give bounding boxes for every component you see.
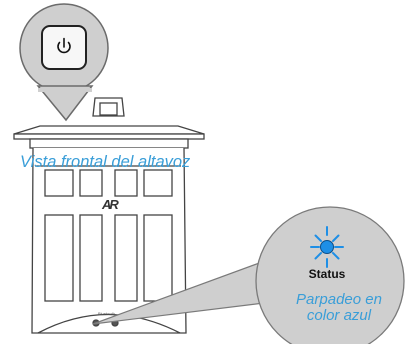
power-icon (57, 37, 71, 54)
grille-slat-lower (114, 214, 138, 302)
power-callout (19, 3, 109, 122)
front-view-caption: Vista frontal del altavoz (20, 153, 191, 171)
speaker-roof-band (13, 133, 205, 140)
grille-slat-lower (143, 214, 173, 302)
bluetooth-mini-label: Bluetooth (98, 311, 115, 316)
status-callout (92, 206, 405, 344)
status-callout-circle (255, 206, 405, 344)
blink-caption: Parpadeo en color azul (296, 291, 382, 324)
speaker-roof (13, 125, 205, 135)
callout-pointer (36, 85, 94, 122)
grille-slat-upper (79, 169, 103, 197)
grille-slat-upper (114, 169, 138, 197)
speaker-base-arch (37, 313, 181, 334)
grille-slat-upper (44, 169, 74, 197)
grille-slat-lower (44, 214, 74, 302)
speaker-roof-lower (29, 138, 189, 149)
speaker-body: Bluetooth (13, 97, 205, 334)
grille-slat-upper (143, 169, 173, 197)
brand-logo: AR (102, 197, 119, 212)
blue-led-indicator (320, 240, 334, 254)
status-label: Status (308, 267, 346, 281)
blue-led-rays (310, 226, 344, 268)
grille-slat-lower (79, 214, 103, 302)
